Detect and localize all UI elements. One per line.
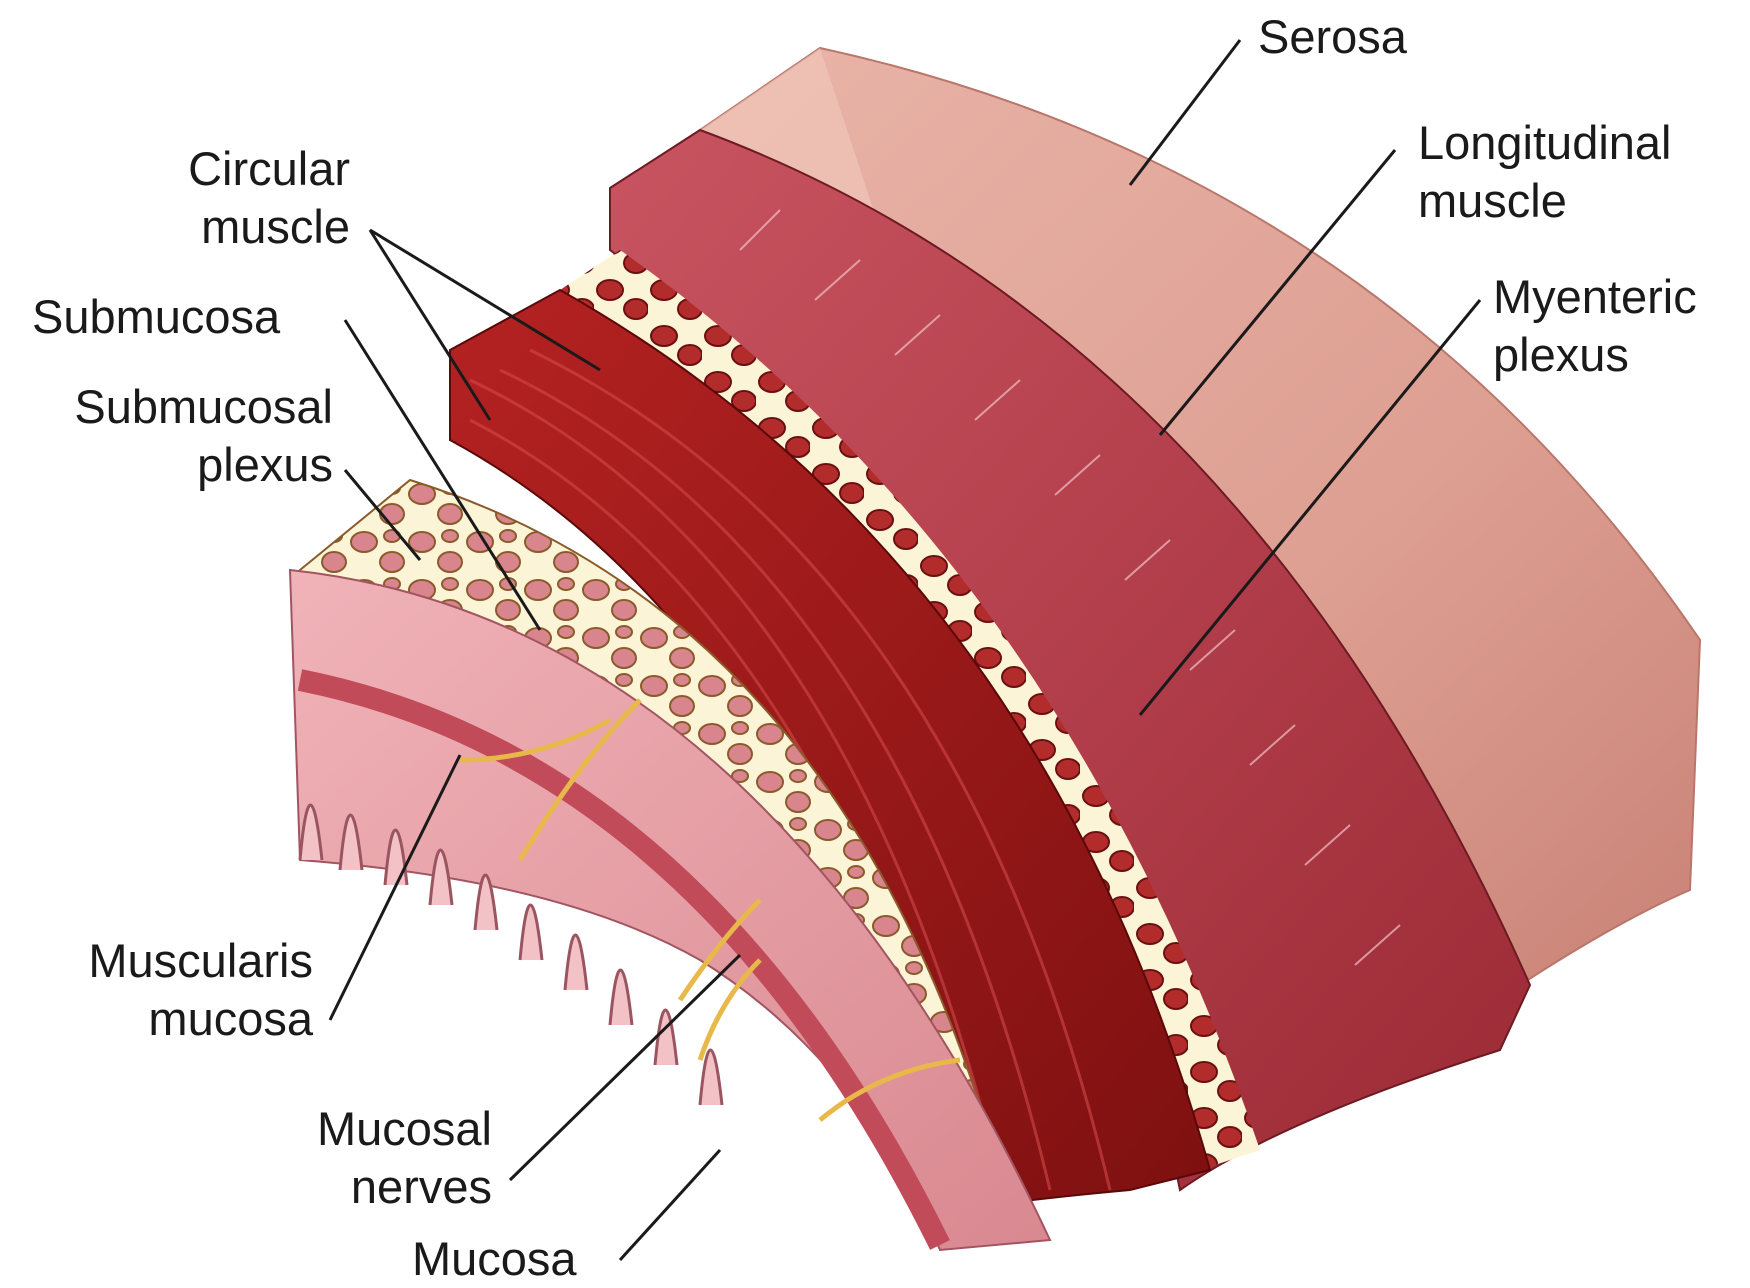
label-circular-muscle: Circular muscle xyxy=(135,140,350,256)
label-longitudinal-muscle: Longitudinal muscle xyxy=(1418,114,1672,230)
label-serosa: Serosa xyxy=(1258,8,1407,66)
label-mucosa: Mucosa xyxy=(412,1230,577,1288)
label-submucosal-plexus: Submucosal plexus xyxy=(15,378,333,494)
label-submucosa: Submucosa xyxy=(32,288,280,346)
leader-circular-muscle-2 xyxy=(370,230,490,420)
leader-mucosa xyxy=(620,1150,720,1260)
label-mucosal-nerves: Mucosal nerves xyxy=(270,1100,492,1216)
label-muscularis-mucosa: Muscularis mucosa xyxy=(35,932,313,1048)
leader-serosa xyxy=(1130,40,1240,185)
label-myenteric-plexus: Myenteric plexus xyxy=(1493,268,1697,384)
